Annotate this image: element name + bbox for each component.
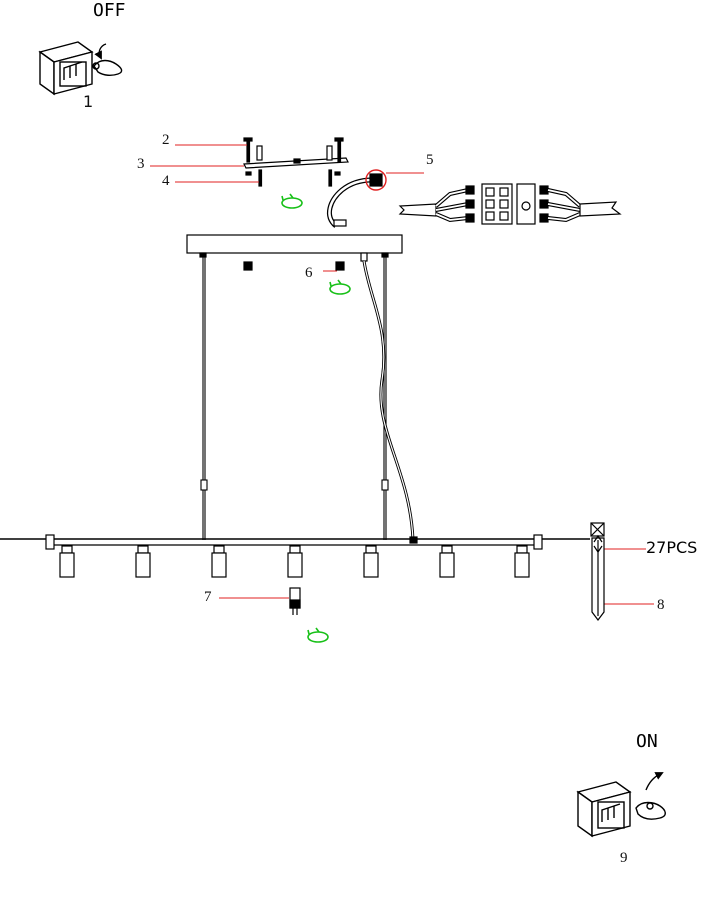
off-switch-illustration	[38, 41, 123, 96]
terminal-wiring-diagram	[398, 183, 622, 225]
off-label: OFF	[93, 0, 126, 21]
cover-piece	[590, 522, 605, 621]
step-9-number: 9	[620, 850, 628, 866]
callout-4-number: 4	[162, 173, 170, 189]
wire-connector	[326, 169, 387, 228]
quantity-label: 27PCS	[646, 538, 698, 557]
lamp-heads	[59, 545, 530, 578]
callout-6-number: 6	[305, 265, 313, 281]
callout-7-number: 7	[204, 589, 212, 605]
callout-2-number: 2	[162, 132, 170, 148]
canopy	[186, 234, 403, 271]
rotate-arrow-icon	[281, 193, 351, 643]
suspension-cables	[200, 257, 415, 541]
light-bar	[0, 534, 590, 550]
callout-leaders	[150, 144, 654, 605]
callout-5-number: 5	[426, 152, 434, 168]
step-1-number: 1	[83, 92, 94, 111]
g9-bulb	[289, 587, 301, 615]
callout-8-number: 8	[657, 597, 665, 613]
on-label: ON	[636, 731, 658, 752]
callout-3-number: 3	[137, 156, 145, 172]
on-switch-illustration	[576, 772, 666, 838]
mounting-bracket	[243, 137, 349, 187]
